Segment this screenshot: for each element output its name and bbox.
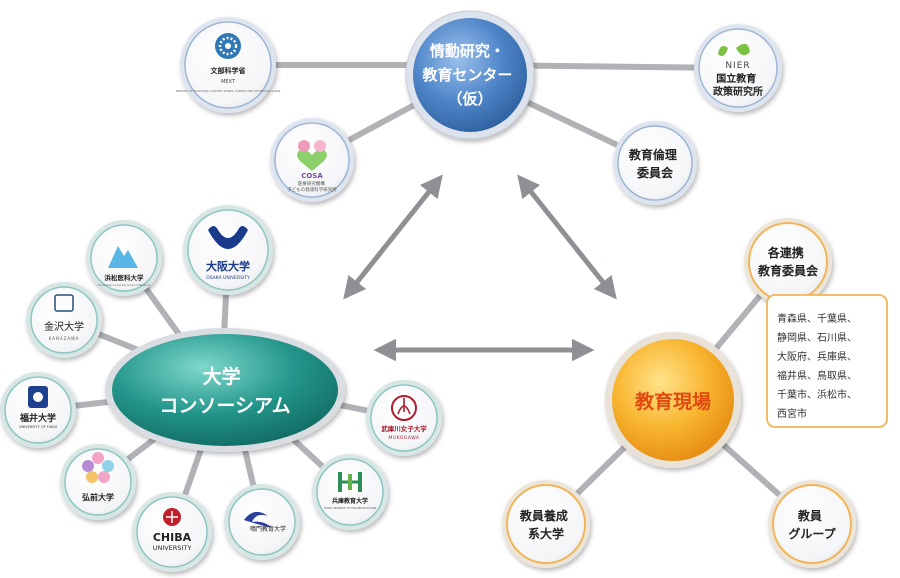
kanazawa-subtitle: KANAZAWA [49,336,80,341]
boards-line-1: 各連携 [767,245,804,260]
field-label: 教育現場 [635,390,711,413]
nier-leaf-icon [718,43,750,56]
mukogawa-name: 武庫川女子大学 [381,424,427,433]
node-fukui: 福井大学 UNIVERSITY OF FUKUI [0,372,76,448]
mext-abbr: MEXT [221,79,236,85]
hirosaki-sakura-icon [82,452,114,483]
mext-name: 文部科学省 [211,66,246,75]
consortium-line-1: 大学 [203,365,241,388]
consortium-line-2: コンソーシアム [159,395,290,417]
prefecture-line-1: 青森県、千葉県、 [777,312,857,325]
node-hamamatsu: 浜松医科大学 Hamamatsu University School of Me… [86,220,162,296]
field-hub: 教育現場 [605,332,741,468]
cosa-line-2: 子どもの発達科学研究所 [287,186,337,193]
hyogo-name: 兵庫教育大学 [332,497,368,505]
hamamatsu-name: 浜松医科大学 [105,273,145,282]
node-education-boards: 各連携 教育委員会 [744,218,832,306]
mukogawa-subtitle: MUKOGAWA [388,435,419,441]
teacher-univ-line-1: 教員養成 [519,508,568,523]
node-hyogo: 兵庫教育大学 HYOGO UNIVERSITY OF TEACHER EDUCA… [312,454,388,530]
kanazawa-emblem-icon [54,294,74,312]
node-osaka: 大阪大学 OSAKA UNIVERSITY [183,205,273,295]
svg-text:青森県、千葉県、 静岡県、石川県、: 青森県、千葉県、 静岡県、石川県、 大阪府、兵庫県、 福井県、鳥取県、 千葉市、… [777,312,860,420]
teacher-univ-line-2: 系大学 [528,526,564,541]
node-mukogawa: 武庫川女子大学 MUKOGAWA [366,380,442,456]
prefecture-list-box: 青森県、千葉県、 静岡県、石川県、 大阪府、兵庫県、 福井県、鳥取県、 千葉市、… [766,294,888,428]
kanazawa-name: 金沢大学 [44,320,84,333]
svg-text:教員 グループ: 教員 グループ [788,508,836,541]
hyogo-subtitle: HYOGO UNIVERSITY OF TEACHER EDUCATION [324,507,377,510]
center-line-2: 教育センター [421,66,512,84]
center-line-1: 情動研究・ [430,42,505,60]
svg-text:教育倫理 委員会: 教育倫理 委員会 [628,147,681,180]
teacher-group-line-1: 教員 [797,508,822,523]
nier-line-1: 国立教育 [716,72,756,85]
mukogawa-emblem-icon [391,395,417,421]
osaka-subtitle: OSAKA UNIVERSITY [206,275,250,281]
hirosaki-name: 弘前大学 [82,492,114,502]
node-teacher-training-univ: 教員養成 系大学 [502,480,590,568]
fukui-emblem-icon [28,386,48,408]
svg-text:大学 コンソーシアム: 大学 コンソーシアム [159,365,290,417]
prefecture-line-3: 大阪府、兵庫県、 [777,350,857,363]
naruto-swirl-icon [244,511,272,528]
node-hirosaki: 弘前大学 [60,444,136,520]
center-hub: 情動研究・ 教育センター （仮） [405,10,535,140]
prefecture-line-5: 千葉市、浜松市、 [777,388,857,401]
svg-text:教員養成 系大学: 教員養成 系大学 [519,508,572,541]
center-line-3: （仮） [447,90,492,108]
cosa-abbr: COSA [301,172,323,180]
node-naruto: 鳴門教育大学 [224,484,300,560]
prefecture-line-6: 西宮市 [777,407,807,420]
node-cosa: COSA 医療研究機構 子どもの発達科学研究所 [270,118,354,202]
node-nier: NIER 国立教育 政策研究所 [694,24,782,112]
fukui-name: 福井大学 [19,412,56,424]
naruto-name: 鳴門教育大学 [250,525,286,533]
prefecture-line-2: 静岡県、石川県、 [777,331,857,344]
node-chiba: CHIBA UNIVERSITY [132,492,212,572]
nier-abbr: NIER [725,61,750,71]
svg-text:国立教育 政策研究所: 国立教育 政策研究所 [713,72,763,98]
nier-line-2: 政策研究所 [713,85,763,98]
node-teacher-group: 教員 グループ [768,480,856,568]
relation-arrows [343,174,617,362]
hamamatsu-subtitle: Hamamatsu University School of Medicine [98,283,151,287]
arrow-center-field [517,174,617,300]
consortium-hub: 大学 コンソーシアム [105,328,345,452]
hamamatsu-emblem-icon [108,246,138,268]
node-mext: 文部科学省 MEXT MINISTRY OF EDUCATION, CULTUR… [176,17,280,113]
mext-emblem-icon [215,33,241,59]
ethics-line-1: 教育倫理 [628,147,677,162]
prefecture-line-4: 福井県、鳥取県、 [777,369,857,382]
svg-text:各連携 教育委員会: 各連携 教育委員会 [757,245,819,278]
boards-line-2: 教育委員会 [757,263,819,278]
svg-text:医療研究機構 子どもの発達科学研究所: 医療研究機構 子どもの発達科学研究所 [287,180,337,193]
hyogo-emblem-icon [338,472,362,492]
cosa-heart-icon [297,140,327,171]
osaka-name: 大阪大学 [206,259,250,273]
mext-subtitle: MINISTRY OF EDUCATION, CULTURE, SPORTS, … [176,89,280,93]
node-kanazawa: 金沢大学 KANAZAWA [26,282,102,358]
chiba-top: CHIBA [153,531,192,544]
svg-text:情動研究・ 教育センター （仮）: 情動研究・ 教育センター （仮） [421,42,517,108]
teacher-group-line-2: グループ [788,526,836,541]
cosa-line-1: 医療研究機構 [298,180,325,187]
chiba-bottom: UNIVERSITY [153,544,192,552]
ethics-line-2: 委員会 [636,165,674,180]
osaka-ichou-icon [208,226,248,249]
arrow-center-consortium [343,174,443,300]
fukui-subtitle: UNIVERSITY OF FUKUI [19,425,57,429]
node-ethics-committee: 教育倫理 委員会 [613,121,697,205]
chiba-emblem-icon [163,508,181,526]
